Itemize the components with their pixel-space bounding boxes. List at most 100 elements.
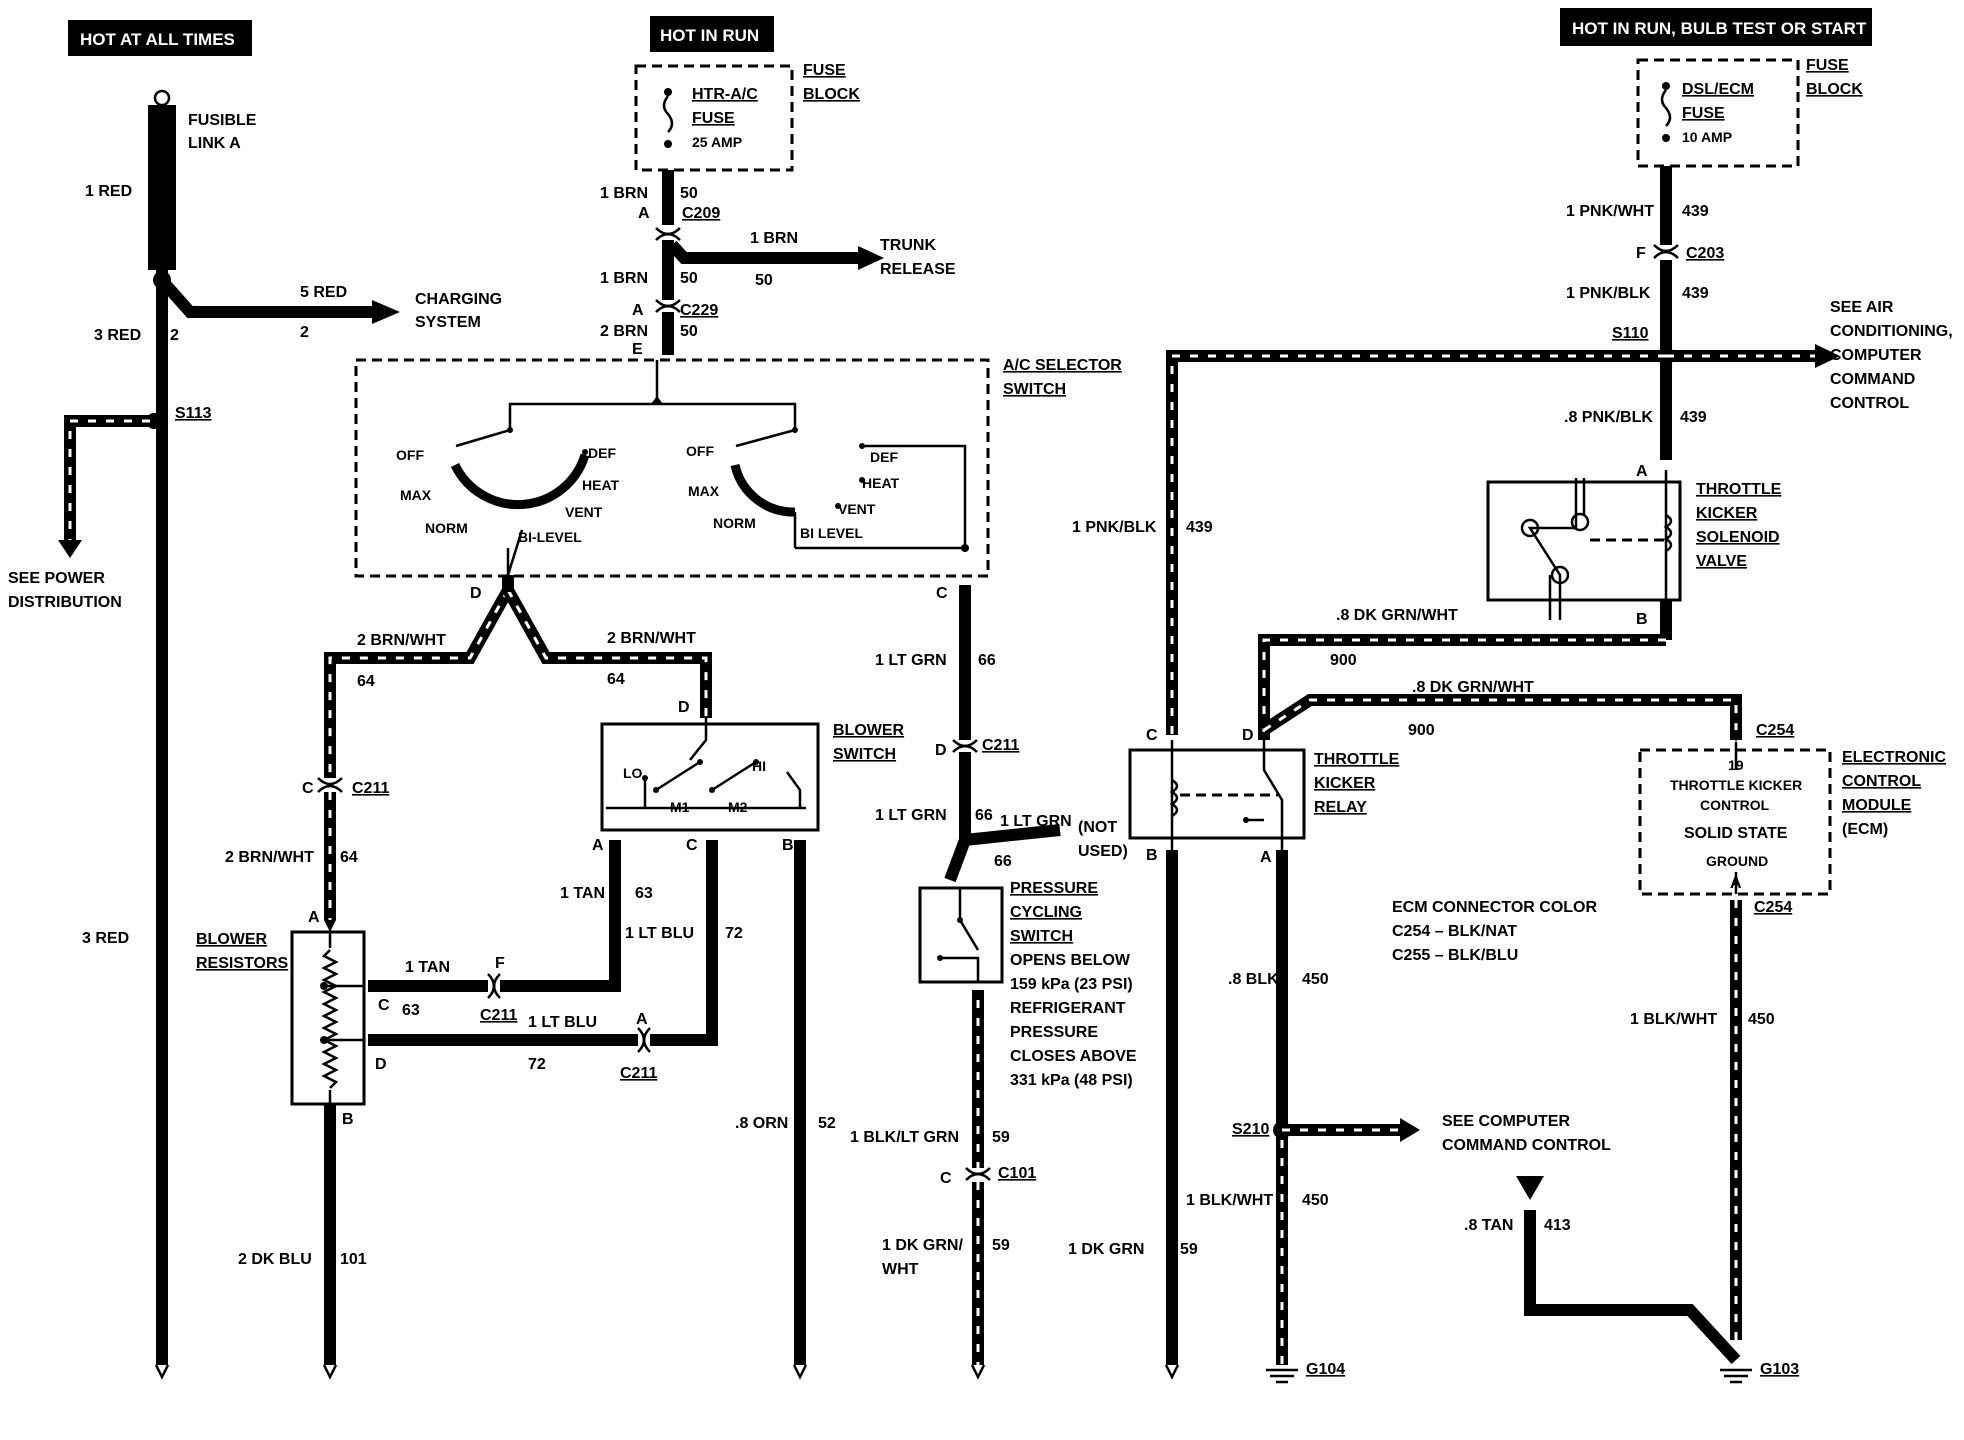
circuit-66-c: 66 bbox=[994, 853, 1012, 870]
wire-8blk: .8 BLK bbox=[1228, 971, 1279, 988]
valve-label-1: THROTTLE bbox=[1696, 481, 1782, 498]
wire-8pnkblk: .8 PNK/BLK bbox=[1564, 409, 1653, 426]
circuit-63-b: 63 bbox=[402, 1002, 420, 1019]
fuse-dsl-name-2: FUSE bbox=[1682, 105, 1725, 122]
sel-def-2: DEF bbox=[870, 449, 898, 465]
wire-1brn-b: 1 BRN bbox=[600, 270, 648, 287]
dkgrn-wires bbox=[1258, 634, 1742, 740]
wire-5red-label: 5 RED bbox=[300, 284, 347, 301]
circuit-72-b: 72 bbox=[528, 1056, 546, 1073]
circuit-2-label-c: 2 bbox=[158, 930, 167, 947]
sel-off-1: OFF bbox=[396, 447, 424, 463]
wire-1dkgrn: 1 DK GRN bbox=[1068, 1241, 1144, 1258]
connector-s110: S110 bbox=[1612, 325, 1649, 342]
connector-g104: G104 bbox=[1306, 1361, 1345, 1378]
pressure-label-2: CYCLING bbox=[1010, 904, 1082, 921]
circuit-72-a: 72 bbox=[725, 925, 743, 942]
ecm-pin-a: A bbox=[1730, 875, 1742, 892]
arrow-trunk bbox=[858, 246, 884, 270]
pressure-label-7: PRESSURE bbox=[1010, 1024, 1098, 1041]
wire-2brn: 2 BRN bbox=[600, 323, 648, 340]
wire-1pnkwht: 1 PNK/WHT bbox=[1566, 203, 1654, 220]
wire-8dkgrnwht-a: .8 DK GRN/WHT bbox=[1336, 607, 1458, 624]
connector-c209: C209 bbox=[682, 205, 720, 222]
circuit-439-c: 439 bbox=[1680, 409, 1707, 426]
valve-label-3: SOLENOID bbox=[1696, 529, 1780, 546]
air-label-3: COMPUTER bbox=[1830, 347, 1922, 364]
pin-a-relay: A bbox=[1260, 849, 1272, 866]
circuit-450-b: 450 bbox=[1302, 1192, 1329, 1209]
wire-2brnwht-a: 2 BRN/WHT bbox=[357, 632, 446, 649]
blower-m1: M1 bbox=[670, 799, 690, 815]
wire-3red-label: 3 RED bbox=[94, 327, 141, 344]
trunk-label-2: RELEASE bbox=[880, 261, 956, 278]
connector-s210: S210 bbox=[1232, 1121, 1269, 1138]
wire-1red-label: 1 RED bbox=[85, 183, 132, 200]
pressure-column bbox=[918, 585, 1061, 1365]
connector-c211-b: C211 bbox=[480, 1007, 517, 1024]
fuse-htr-name-2: FUSE bbox=[692, 110, 735, 127]
relay-label-3: RELAY bbox=[1314, 799, 1367, 816]
pressure-label-4: OPENS BELOW bbox=[1010, 952, 1131, 969]
circuit-64-b: 64 bbox=[607, 671, 625, 688]
blower-m2: M2 bbox=[728, 799, 748, 815]
pin-c-c101: C bbox=[940, 1170, 952, 1187]
ecm-label-3: MODULE bbox=[1842, 797, 1912, 814]
wire-8tan: .8 TAN bbox=[1464, 1217, 1513, 1234]
circuit-450-c: 450 bbox=[1748, 1011, 1775, 1028]
fusible-link-column bbox=[58, 89, 400, 1365]
ac-selector-label-1: A/C SELECTOR bbox=[1003, 357, 1122, 374]
htr-feed bbox=[655, 227, 884, 355]
sel-heat-1: HEAT bbox=[582, 477, 620, 493]
pin-d-relay: D bbox=[1242, 727, 1254, 744]
sel-off-2: OFF bbox=[686, 443, 714, 459]
header-hot-run-bulb-start: HOT IN RUN, BULB TEST OR START bbox=[1560, 8, 1872, 46]
wire-1blkltgrn: 1 BLK/LT GRN bbox=[850, 1129, 959, 1146]
circuit-66-a: 66 bbox=[978, 652, 996, 669]
connector-c254-a: C254 bbox=[1756, 722, 1794, 739]
blower-resistors bbox=[290, 920, 366, 1365]
circuit-2-label-a: 2 bbox=[170, 327, 179, 344]
ecm-inner-4: GROUND bbox=[1706, 853, 1768, 869]
sel-max-1: MAX bbox=[400, 487, 432, 503]
pin-b-blower: B bbox=[782, 837, 794, 854]
circuit-450-a: 450 bbox=[1302, 971, 1329, 988]
fuse-block-2-label-1: FUSE bbox=[1806, 57, 1849, 74]
fuse-htr-name-1: HTR-A/C bbox=[692, 86, 758, 103]
wire-1dkgrn-b: WHT bbox=[882, 1261, 919, 1278]
pin-d-resistors: D bbox=[375, 1056, 387, 1073]
circuit-101: 101 bbox=[340, 1251, 367, 1268]
ecm-label-4: (ECM) bbox=[1842, 821, 1888, 838]
connector-c203: C203 bbox=[1686, 245, 1724, 262]
charging-label-2: SYSTEM bbox=[415, 314, 481, 331]
pin-a-c211: A bbox=[636, 1011, 648, 1028]
circuit-439-d: 439 bbox=[1186, 519, 1213, 536]
ecm-conn-c255: C255 – BLK/BLU bbox=[1392, 947, 1518, 964]
ecm-conn-c254: C254 – BLK/NAT bbox=[1392, 923, 1517, 940]
pin-c-relay: C bbox=[1146, 727, 1158, 744]
circuit-66-b: 66 bbox=[975, 807, 993, 824]
connector-c254-b: C254 bbox=[1754, 899, 1792, 916]
pressure-label-8: CLOSES ABOVE bbox=[1010, 1048, 1137, 1065]
blower-switch bbox=[600, 718, 820, 832]
fuse-htr-rating: 25 AMP bbox=[692, 134, 742, 150]
circuit-2-label-b: 2 bbox=[300, 324, 309, 341]
pin-e-selector: E bbox=[632, 341, 643, 358]
pin-b-valve: B bbox=[1636, 611, 1648, 628]
sel-vent-2: VENT bbox=[838, 501, 876, 517]
sel-norm-2: NORM bbox=[713, 515, 756, 531]
pin-f-c211: F bbox=[495, 955, 505, 972]
blower-resistors-label-1: BLOWER bbox=[196, 931, 268, 948]
blower-hi: HI bbox=[752, 758, 766, 774]
pin-b-resistors: B bbox=[342, 1111, 354, 1128]
pin-a-valve: A bbox=[1636, 463, 1648, 480]
fusible-link-label-1: FUSIBLE bbox=[188, 112, 257, 129]
pin-c-resistors: C bbox=[378, 997, 390, 1014]
power-dist-label-2: DISTRIBUTION bbox=[8, 594, 122, 611]
circuit-59-c: 59 bbox=[1180, 1241, 1198, 1258]
circuit-439-b: 439 bbox=[1682, 285, 1709, 302]
fusible-link-label-2: LINK A bbox=[188, 135, 241, 152]
ecm-inner-2: CONTROL bbox=[1700, 797, 1770, 813]
circuit-900-a: 900 bbox=[1330, 652, 1357, 669]
